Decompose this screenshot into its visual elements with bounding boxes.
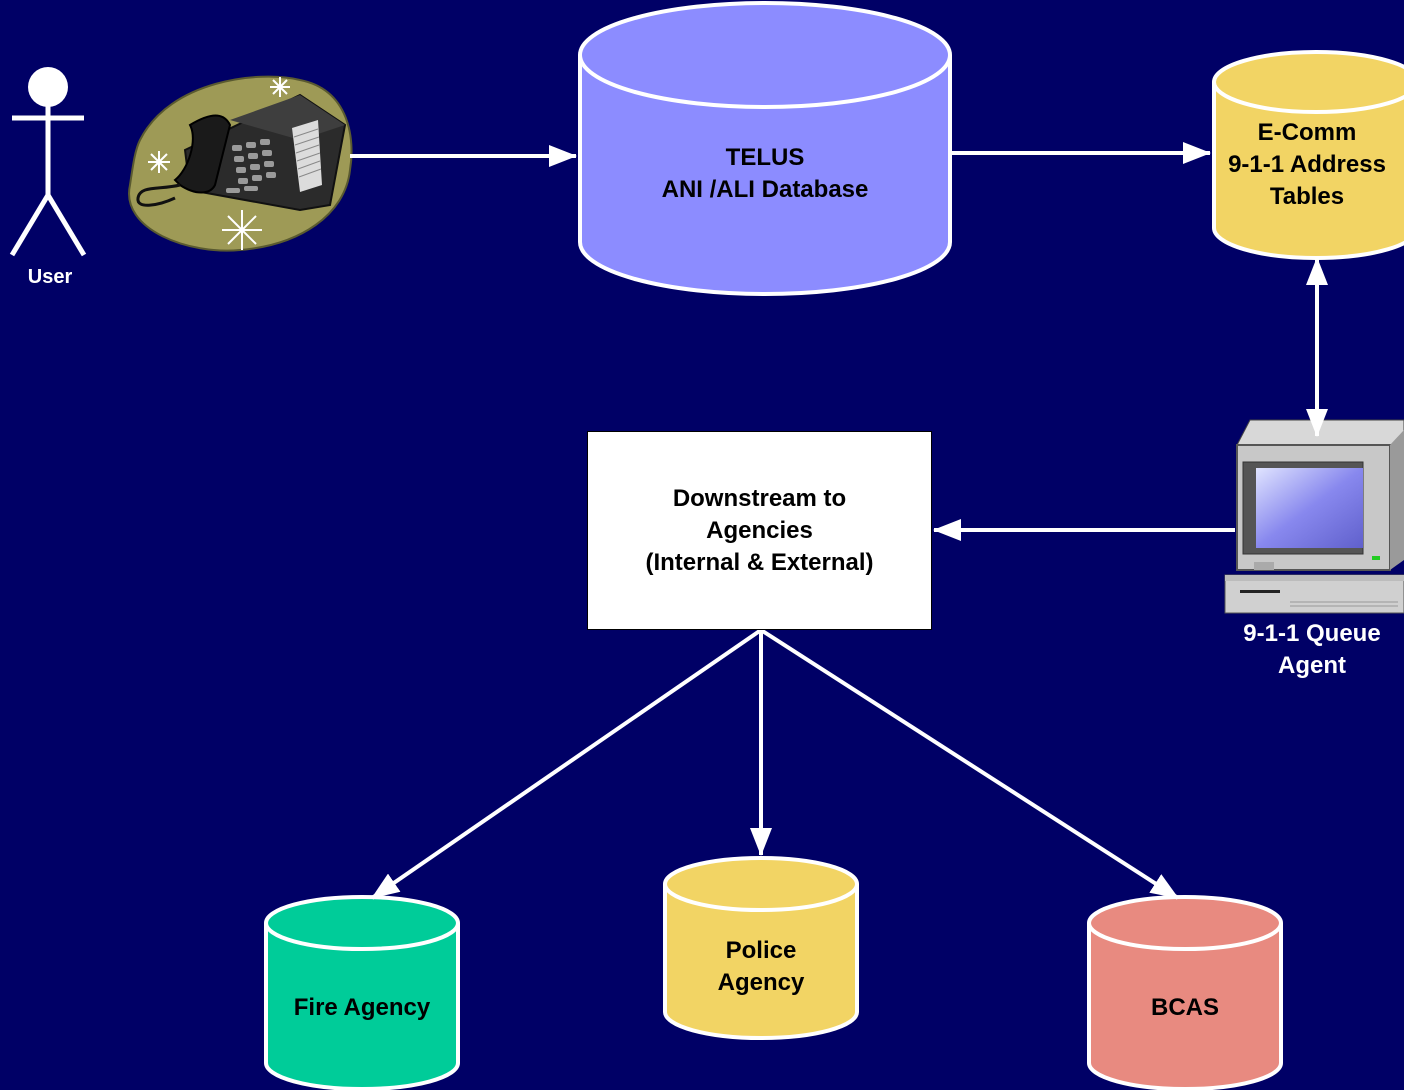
bcas-cylinder	[1087, 895, 1283, 1090]
telephone-icon	[128, 75, 353, 252]
downstream-line-2: Agencies	[706, 516, 813, 544]
ecomm-tables-label: E-Comm 9-1-1 Address Tables	[1210, 117, 1404, 213]
edge-downstream-to-fire	[370, 628, 763, 900]
telus-label-line-1: TELUS	[725, 144, 805, 171]
user-stick-figure-icon	[9, 67, 87, 257]
fire-agency-cylinder	[264, 895, 460, 1090]
downstream-line-1: Downstream to	[672, 484, 847, 512]
bcas-label: BCAS	[1150, 994, 1219, 1021]
queue-agent-line-2: Agent	[1278, 652, 1346, 679]
ecomm-address-tables-cylinder	[1212, 50, 1404, 260]
telus-database-cylinder	[578, 1, 952, 296]
telus-label-line-2: ANI /ALI Database	[661, 176, 869, 203]
police-agency-label: Police Agency	[665, 935, 857, 999]
police-agency-cylinder	[663, 856, 859, 1040]
downstream-agencies-box: Downstream to Agencies (Internal & Exter…	[587, 431, 932, 630]
downstream-label: Downstream to Agencies (Internal & Exter…	[645, 483, 873, 579]
ecomm-label-line-1: E-Comm	[1257, 119, 1357, 146]
ecomm-label-line-2: 9-1-1 Address	[1228, 151, 1386, 178]
downstream-line-3: (Internal & External)	[645, 548, 874, 576]
user-label: User	[27, 266, 73, 288]
queue-agent-label: 9-1-1 Queue Agent	[1220, 618, 1404, 682]
fire-agency-label: Fire Agency	[293, 994, 431, 1021]
queue-agent-line-1: 9-1-1 Queue	[1243, 620, 1381, 647]
edge-downstream-to-bcas	[759, 628, 1180, 900]
telus-database-label: TELUS ANI /ALI Database	[600, 142, 930, 206]
computer-workstation-icon	[1224, 419, 1404, 614]
police-line-1: Police	[725, 937, 797, 964]
ecomm-label-line-3: Tables	[1269, 183, 1345, 210]
police-line-2: Agency	[717, 969, 805, 996]
